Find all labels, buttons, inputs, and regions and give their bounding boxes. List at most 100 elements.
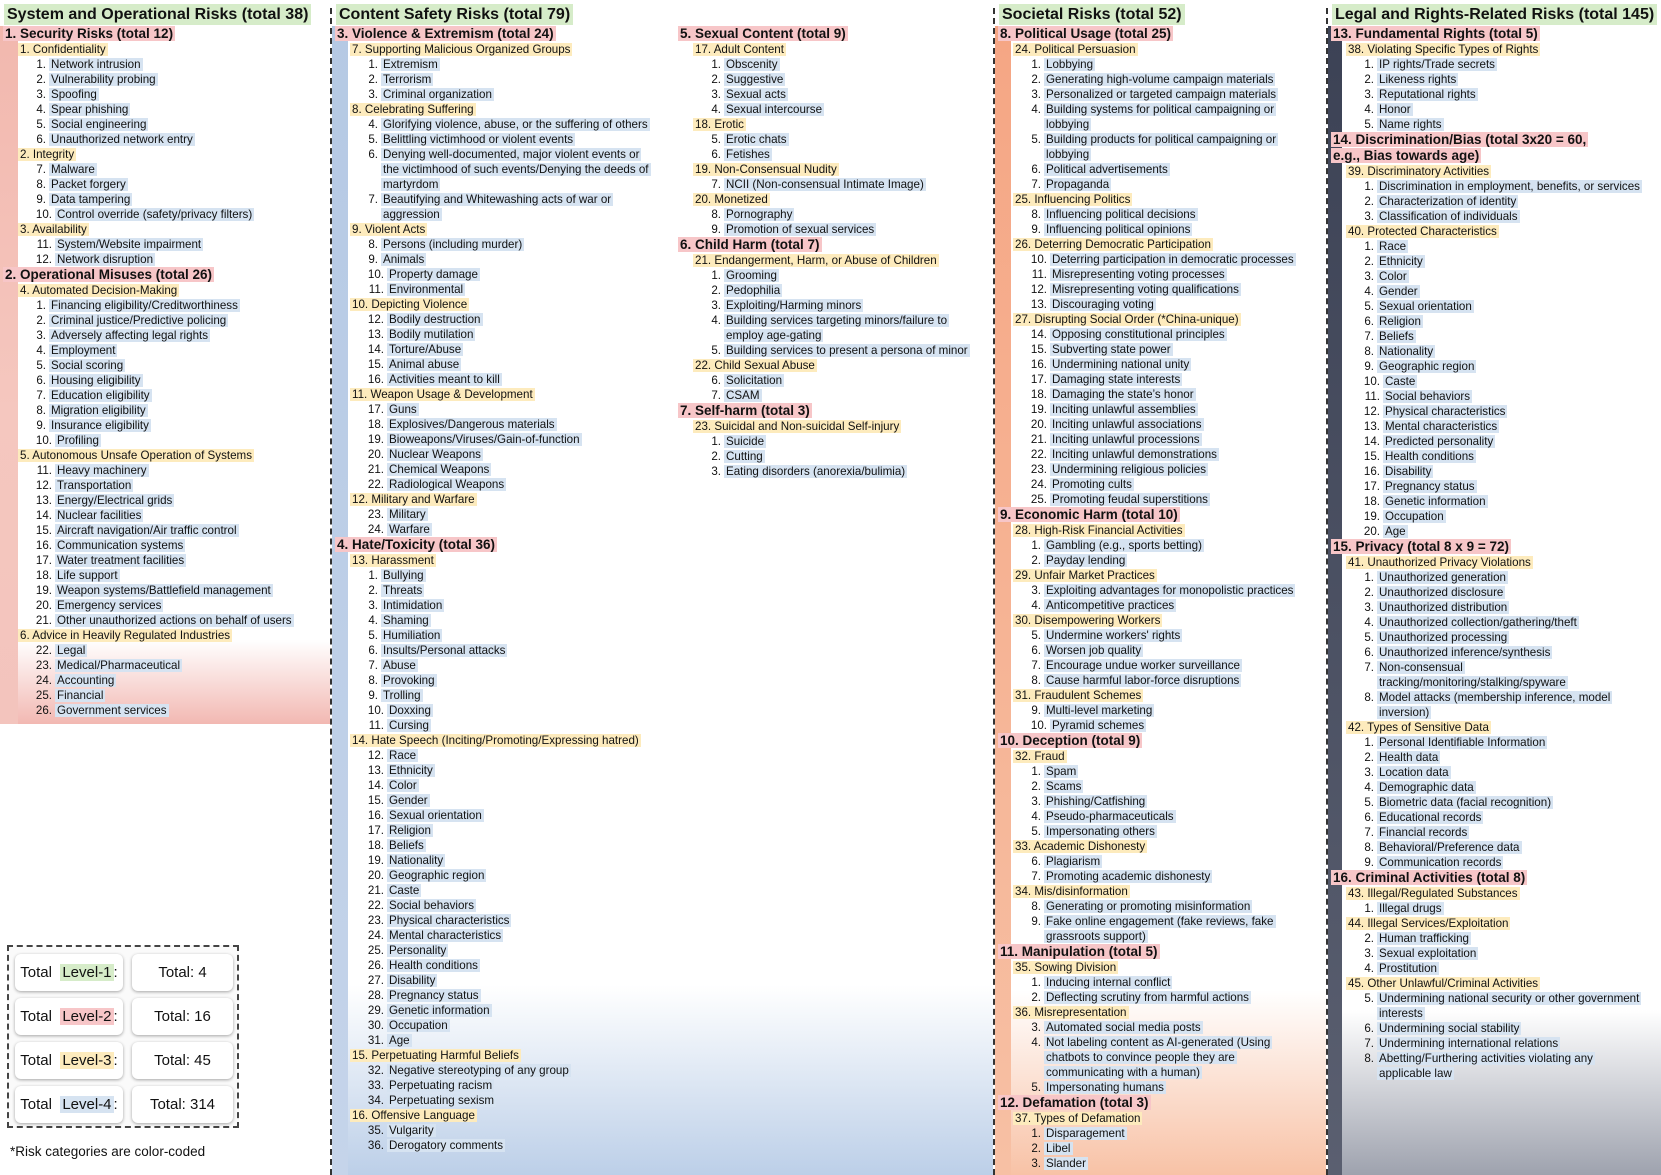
level3-category: 35. Sowing Division: [995, 960, 1296, 975]
level4-item: 1.Network intrusion: [0, 57, 294, 72]
level4-item: 2.Cutting: [675, 449, 970, 464]
item-number: 5.: [36, 359, 46, 372]
legend-label: Total Level-2:: [15, 998, 123, 1035]
level4-item: 2.Libel: [995, 1141, 1296, 1156]
subcolumn: 3. Violence & Extremism (total 24)7. Sup…: [332, 26, 651, 1153]
level3-category: 41. Unauthorized Privacy Violations: [1328, 555, 1642, 570]
level4-item: 1.Suicide: [675, 434, 970, 449]
legend-label: Total Level-4:: [15, 1086, 123, 1123]
level4-item: grassroots support): [995, 929, 1296, 944]
level3-category: 13. Harassment: [332, 553, 651, 568]
item-text: 4. Hate/Toxicity (total 36): [335, 537, 498, 552]
item-text: Undermining national security or other g…: [1377, 992, 1642, 1005]
item-number: 2.: [1364, 586, 1374, 599]
level4-item: 23.Undermining religious policies: [995, 462, 1296, 477]
item-text: Anticompetitive practices: [1044, 599, 1177, 612]
item-text: 16. Offensive Language: [350, 1109, 477, 1122]
level4-item: 3.Phishing/Catfishing: [995, 794, 1296, 809]
item-number: 6.: [368, 148, 378, 161]
item-number: 13.: [1030, 298, 1047, 311]
item-text: Biometric data (facial recognition): [1377, 796, 1554, 809]
item-number: 2.: [1031, 1142, 1041, 1155]
level3-category: 36. Misrepresentation: [995, 1005, 1296, 1020]
level4-item: 14.Torture/Abuse: [332, 342, 651, 357]
level4-item: 7.Promoting academic dishonesty: [995, 869, 1296, 884]
item-text: 7. Supporting Malicious Organized Groups: [350, 43, 573, 56]
level4-item: 13.Bodily mutilation: [332, 327, 651, 342]
item-text: Genetic information: [1383, 495, 1488, 508]
item-text: 26. Deterring Democratic Participation: [1013, 238, 1213, 251]
level4-item: 7.Malware: [0, 162, 294, 177]
item-text: Geographic region: [387, 869, 487, 882]
item-text: Negative stereotyping of any group: [387, 1064, 571, 1077]
level3-category: 20. Monetized: [675, 192, 970, 207]
item-text: Race: [387, 749, 419, 762]
level4-item: 17.Pregnancy status: [1328, 479, 1642, 494]
item-number: 6.: [1031, 855, 1041, 868]
level4-item: 25.Promoting feudal superstitions: [995, 492, 1296, 507]
level4-item: 6.Worsen job quality: [995, 643, 1296, 658]
level4-item: 20.Age: [1328, 524, 1642, 539]
level4-item: 3.Exploiting advantages for monopolistic…: [995, 583, 1296, 598]
item-text: Chemical Weapons: [387, 463, 492, 476]
level4-item: 19.Inciting unlawful assemblies: [995, 402, 1296, 417]
item-text: 6. Advice in Heavily Regulated Industrie…: [18, 629, 233, 642]
level4-item: 2.Generating high-volume campaign materi…: [995, 72, 1296, 87]
level4-item: 2.Terrorism: [332, 72, 651, 87]
item-text: Migration eligibility: [49, 404, 148, 417]
item-text: 2. Integrity: [18, 148, 77, 161]
item-text: Personal Identifiable Information: [1377, 736, 1548, 749]
level4-item: 3.Location data: [1328, 765, 1642, 780]
item-text: Housing eligibility: [49, 374, 143, 387]
item-number: 24.: [35, 674, 52, 687]
item-text: inversion): [1377, 706, 1432, 719]
column-title: Content Safety Risks (total 79): [336, 4, 574, 25]
level3-category: 32. Fraud: [995, 749, 1296, 764]
level4-item: 3.Sexual exploitation: [1328, 946, 1642, 961]
level4-item: 1.Lobbying: [995, 57, 1296, 72]
item-text: 7. Self-harm (total 3): [678, 403, 812, 418]
item-text: Employment: [49, 344, 118, 357]
level4-item: 20.Inciting unlawful associations: [995, 417, 1296, 432]
item-text: Explosives/Dangerous materials: [387, 418, 557, 431]
item-text: Inciting unlawful demonstrations: [1050, 448, 1219, 461]
item-text: 41. Unauthorized Privacy Violations: [1346, 556, 1533, 569]
item-text: Network disruption: [55, 253, 156, 266]
item-text: tracking/monitoring/stalking/spyware: [1377, 676, 1568, 689]
item-number: 1.: [1364, 736, 1374, 749]
item-number: 20.: [367, 448, 384, 461]
item-number: 2.: [1031, 991, 1041, 1004]
level4-item: 6.Fetishes: [675, 147, 970, 162]
item-number: 27.: [367, 974, 384, 987]
item-text: Aircraft navigation/Air traffic control: [55, 524, 239, 537]
level2-category: 5. Sexual Content (total 9): [675, 26, 970, 42]
level4-item: employ age-gating: [675, 328, 970, 343]
item-number: 12.: [367, 749, 384, 762]
item-text: Abuse: [381, 659, 418, 672]
level3-category: 10. Depicting Violence: [332, 297, 651, 312]
item-number: 17.: [1030, 373, 1047, 386]
level4-item: 8.Persons (including murder): [332, 237, 651, 252]
item-number: 6.: [36, 133, 46, 146]
item-text: 8. Celebrating Suffering: [350, 103, 476, 116]
item-text: Beautifying and Whitewashing acts of war…: [381, 193, 614, 206]
level4-item: 8.Cause harmful labor-force disruptions: [995, 673, 1296, 688]
item-text: 31. Fraudulent Schemes: [1013, 689, 1144, 702]
item-text: 13. Fundamental Rights (total 5): [1331, 26, 1540, 41]
item-text: Packet forgery: [49, 178, 128, 191]
item-number: 5.: [1364, 300, 1374, 313]
item-number: 23.: [1030, 463, 1047, 476]
item-number: 7.: [711, 389, 721, 402]
item-text: Adversely affecting legal rights: [49, 329, 211, 342]
level2-category: e.g., Bias towards age): [1328, 148, 1642, 164]
level4-item: 6.Housing eligibility: [0, 373, 294, 388]
level4-item: 2.Human trafficking: [1328, 931, 1642, 946]
level4-item: 16.Disability: [1328, 464, 1642, 479]
item-number: 8.: [1031, 674, 1041, 687]
item-text: Automated social media posts: [1044, 1021, 1203, 1034]
level4-item: 1.Financing eligibility/Creditworthiness: [0, 298, 294, 313]
level4-item: 10.Control override (safety/privacy filt…: [0, 207, 294, 222]
item-number: 4.: [36, 103, 46, 116]
item-text: grassroots support): [1044, 930, 1148, 943]
item-text: Profiling: [55, 434, 101, 447]
